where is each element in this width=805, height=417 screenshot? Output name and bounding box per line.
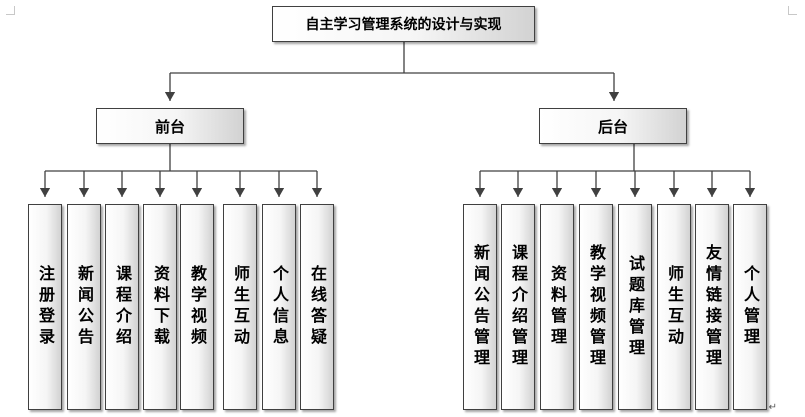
front-leaf-label: 课程介绍 (113, 265, 132, 349)
page-corner-mark (6, 6, 15, 15)
front-leaf-node: 教学视频 (180, 204, 214, 410)
root-label: 自主学习管理系统的设计与实现 (305, 17, 502, 33)
front-leaf-node: 课程介绍 (105, 204, 139, 410)
back-leaf-label: 新闻公告管理 (471, 244, 490, 370)
front-leaf-label: 师生互动 (231, 265, 250, 349)
front-leaf-node: 注册登录 (28, 204, 62, 410)
root-node: 自主学习管理系统的设计与实现 (272, 6, 535, 42)
front-leaf-label: 新闻公告 (75, 265, 94, 349)
front-leaf-node: 个人信息 (262, 204, 296, 410)
back-leaf-node: 教学视频管理 (579, 204, 613, 410)
back-leaf-node: 师生互动 (657, 204, 691, 410)
back-label: 后台 (597, 117, 628, 136)
back-leaf-label: 友情链接管理 (703, 244, 722, 370)
page-corner-mark (788, 6, 797, 15)
front-leaf-label: 资料下载 (151, 265, 170, 349)
back-leaf-node: 友情链接管理 (695, 204, 729, 410)
back-leaf-label: 个人管理 (741, 265, 760, 349)
back-leaf-label: 资料管理 (548, 265, 567, 349)
back-leaf-label: 师生互动 (665, 265, 684, 349)
back-leaf-node: 资料管理 (540, 204, 574, 410)
back-leaf-label: 试题库管理 (626, 254, 645, 360)
back-leaf-label: 课程介绍管理 (509, 244, 528, 370)
front-leaf-label: 在线答疑 (308, 265, 327, 349)
paragraph-mark-icon: ↵ (768, 402, 777, 413)
back-leaf-node: 个人管理 (733, 204, 767, 410)
front-leaf-node: 新闻公告 (67, 204, 101, 410)
front-leaf-label: 教学视频 (188, 265, 207, 349)
back-leaf-node: 试题库管理 (618, 204, 652, 410)
back-node: 后台 (539, 108, 687, 144)
front-leaf-label: 个人信息 (270, 265, 289, 349)
front-leaf-label: 注册登录 (36, 265, 55, 349)
front-node: 前台 (96, 108, 244, 144)
front-leaf-node: 在线答疑 (300, 204, 334, 410)
back-leaf-label: 教学视频管理 (587, 244, 606, 370)
front-leaf-node: 师生互动 (223, 204, 257, 410)
front-label: 前台 (154, 117, 185, 136)
front-leaf-node: 资料下载 (143, 204, 177, 410)
back-leaf-node: 新闻公告管理 (463, 204, 497, 410)
back-leaf-node: 课程介绍管理 (501, 204, 535, 410)
